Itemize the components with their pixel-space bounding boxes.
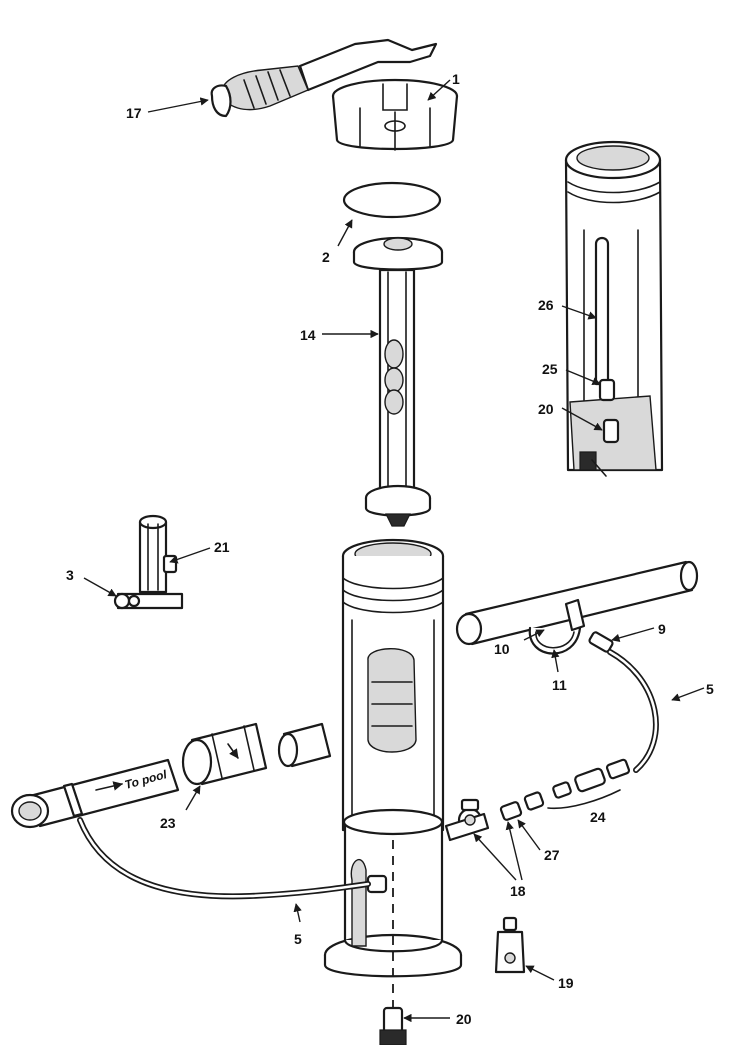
part-14-cartridge: [352, 236, 444, 527]
callout-9: 9: [658, 621, 666, 637]
main-body: [323, 538, 463, 1010]
part-17-tool: [210, 38, 438, 118]
part-1-basket-top: [331, 78, 459, 151]
callout-11: 11: [552, 677, 567, 693]
part-23-union: [181, 722, 332, 786]
part-24-fittings: [547, 758, 631, 810]
callout-18: 18: [510, 883, 526, 899]
callout-3: 3: [66, 567, 74, 583]
callout-10: 10: [494, 641, 510, 657]
leader-lines: [83, 79, 705, 1023]
callout-5-left: 5: [294, 931, 302, 947]
part-19-bottle: [494, 916, 526, 974]
callout-20-side: 20: [538, 401, 554, 417]
callout-17: 17: [126, 105, 142, 121]
callout-1: 1: [452, 71, 460, 87]
callout-19: 19: [558, 975, 574, 991]
callout-20-bottom: 20: [456, 1011, 472, 1027]
part-18-valve: [444, 791, 545, 842]
part-20-bottom-fitting: [379, 1006, 407, 1045]
pool-return-pipe: To pool: [10, 758, 180, 829]
callout-21: 21: [214, 539, 230, 555]
supply-pipe: [455, 560, 699, 655]
callout-14: 14: [300, 327, 316, 343]
callout-26: 26: [538, 297, 554, 313]
part-5-feed-tube-right: [607, 649, 659, 773]
callout-24: 24: [590, 809, 606, 825]
part-5-feed-tube-left: [77, 817, 371, 900]
callout-25: 25: [542, 361, 558, 377]
callout-5-right: 5: [706, 681, 714, 697]
part-2-o-ring: [342, 181, 442, 219]
part-26-housing-assembly: [564, 140, 664, 477]
callout-23: 23: [160, 815, 176, 831]
callout-labels: 17 1 2 14 26 25 20 21 3 10 9 11 5 23 24 …: [66, 71, 714, 1027]
callout-27: 27: [544, 847, 560, 863]
callout-2: 2: [322, 249, 330, 265]
part-21-valve: [113, 514, 184, 610]
